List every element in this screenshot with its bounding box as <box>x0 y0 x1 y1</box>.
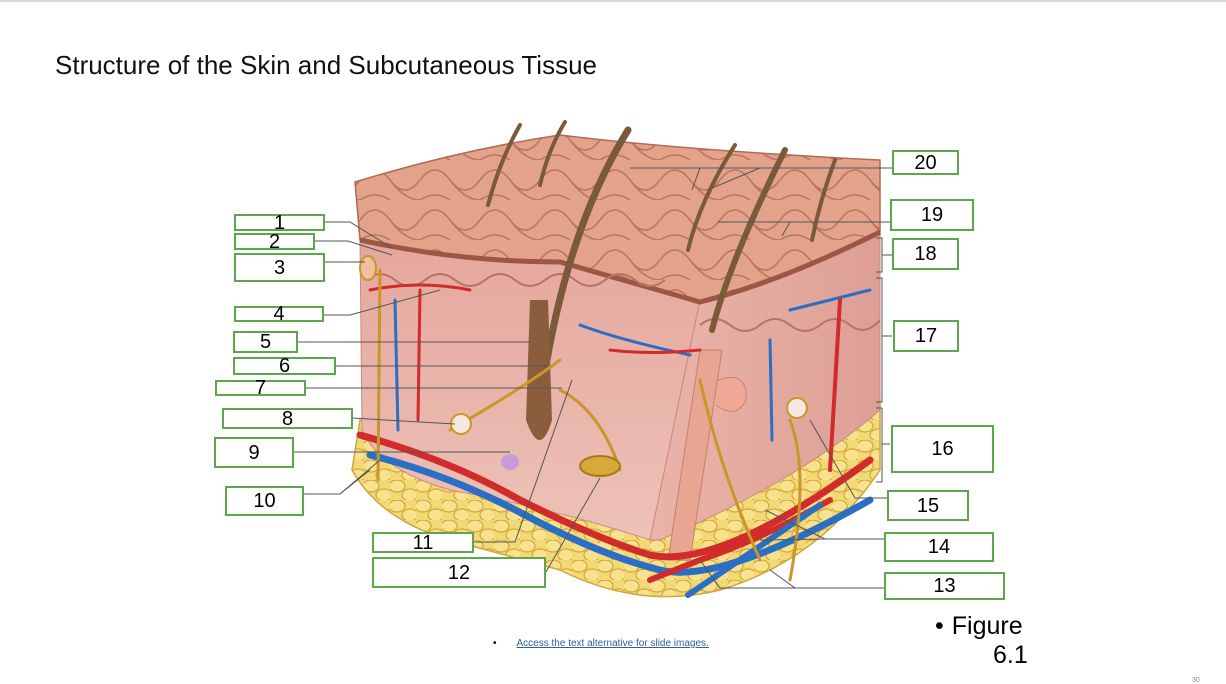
label-box-9[interactable]: 9 <box>214 437 294 468</box>
label-box-13[interactable]: 13 <box>884 572 1005 600</box>
leader-lines <box>294 167 1004 589</box>
bullet-dot: • <box>493 638 497 649</box>
label-box-18[interactable]: 18 <box>892 238 959 270</box>
slide-title: Structure of the Skin and Subcutaneous T… <box>55 50 598 80</box>
alt-text-link[interactable]: Access the text alternative for slide im… <box>516 638 709 649</box>
label-box-8[interactable]: 8 <box>222 408 353 429</box>
blood-vessels <box>356 283 874 598</box>
label-box-15[interactable]: 15 <box>887 490 969 521</box>
figure-caption: •Figure 6.1 <box>935 612 1028 670</box>
label-box-7[interactable]: 7 <box>215 378 306 398</box>
label-box-14[interactable]: 14 <box>884 532 994 562</box>
label-box-6[interactable]: 6 <box>233 356 336 376</box>
label-box-10[interactable]: 10 <box>225 486 304 516</box>
label-box-5[interactable]: 5 <box>233 331 298 353</box>
slide-number: 30 <box>1192 677 1200 684</box>
label-box-3[interactable]: 3 <box>234 253 325 282</box>
figure-word: Figure <box>951 612 1023 640</box>
label-box-19[interactable]: 19 <box>890 199 974 231</box>
figure-bullet: • <box>935 612 944 640</box>
label-box-2[interactable]: 2 <box>234 232 315 252</box>
top-border <box>0 0 1226 2</box>
label-box-17[interactable]: 17 <box>893 320 959 352</box>
hair-shafts <box>486 120 837 424</box>
figure-number: 6.1 <box>993 641 1028 669</box>
label-box-20[interactable]: 20 <box>892 150 959 175</box>
label-box-12[interactable]: 12 <box>372 557 546 588</box>
alt-text-item: • Access the text alternative for slide i… <box>493 638 709 649</box>
label-box-4[interactable]: 4 <box>234 304 324 324</box>
label-box-11[interactable]: 11 <box>372 532 474 553</box>
label-box-16[interactable]: 16 <box>891 425 994 473</box>
hair-follicles <box>501 300 747 561</box>
label-box-1[interactable]: 1 <box>234 213 325 233</box>
